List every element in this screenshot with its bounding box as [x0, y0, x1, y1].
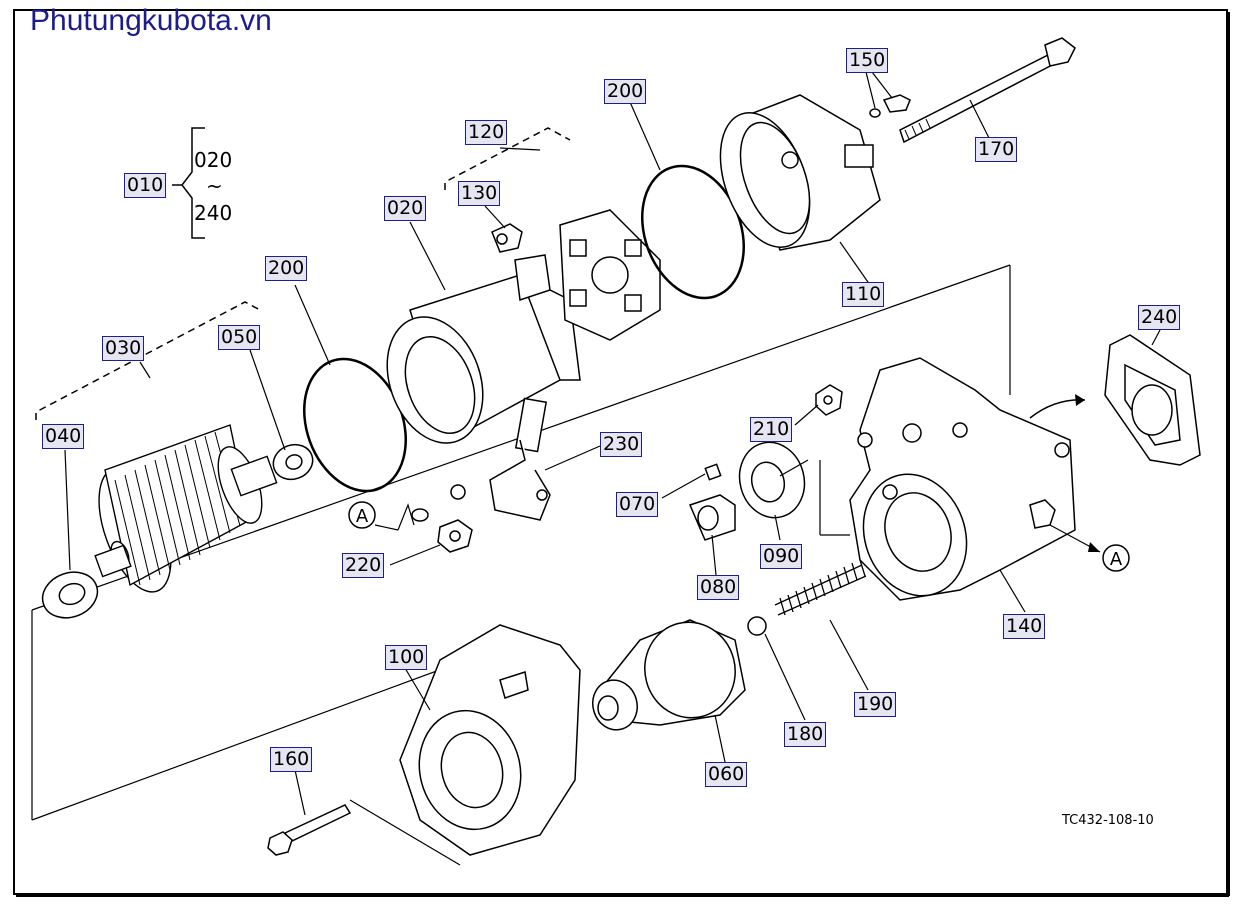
part-label-240[interactable]: 240 — [1138, 305, 1181, 330]
nut-210 — [815, 384, 843, 416]
group-range-tilde: ~ — [206, 174, 223, 198]
callout-a-left-text: A — [356, 506, 369, 527]
part-label-210[interactable]: 210 — [750, 417, 793, 442]
part-label-190[interactable]: 190 — [854, 692, 897, 717]
ball-180 — [747, 616, 767, 636]
spring-190 — [774, 559, 867, 616]
drawing-code: TC432-108-10 — [1062, 813, 1154, 828]
retainer-080 — [688, 494, 736, 541]
part-label-110[interactable]: 110 — [842, 282, 885, 307]
part-label-180[interactable]: 180 — [784, 722, 827, 747]
housing-140 — [849, 357, 1076, 601]
yoke-020 — [386, 274, 581, 453]
group-range-to: 240 — [194, 201, 233, 225]
through-bolt-170 — [899, 37, 1076, 144]
bearing-040 — [41, 571, 99, 619]
leader-lines — [64, 71, 1161, 816]
part-label-050[interactable]: 050 — [218, 325, 261, 350]
part-label-020[interactable]: 020 — [384, 196, 427, 221]
armature — [94, 424, 278, 593]
part-label-200-left[interactable]: 200 — [265, 256, 308, 281]
part-label-090[interactable]: 090 — [760, 544, 803, 569]
group-bracket — [172, 127, 205, 239]
part-label-100[interactable]: 100 — [385, 645, 428, 670]
part-label-230[interactable]: 230 — [600, 432, 643, 457]
rear-cover-110 — [719, 94, 881, 251]
part-label-130[interactable]: 130 — [458, 181, 501, 206]
bearing-050 — [272, 443, 314, 481]
pin-070 — [704, 463, 722, 481]
part-label-060[interactable]: 060 — [705, 762, 748, 787]
part-label-160[interactable]: 160 — [270, 747, 313, 772]
diagram-frame — [13, 9, 1228, 895]
part-label-200-right[interactable]: 200 — [604, 79, 647, 104]
lead-wire-230 — [450, 439, 551, 521]
nut-220 — [411, 508, 473, 553]
assembly-arrow-head — [1075, 394, 1085, 406]
nut-130 — [491, 223, 523, 253]
group-label[interactable]: 010 — [124, 173, 167, 198]
callout-a-right — [1102, 544, 1130, 572]
gear-090 — [738, 441, 806, 519]
cover-plate-240 — [1104, 334, 1201, 466]
part-label-220[interactable]: 220 — [342, 553, 385, 578]
group-range-from: 020 — [194, 148, 233, 172]
brush-holder-120 — [514, 209, 661, 341]
screw-150 — [869, 94, 911, 118]
part-label-150[interactable]: 150 — [846, 48, 889, 73]
bolt-160 — [267, 804, 352, 856]
part-label-140[interactable]: 140 — [1003, 614, 1046, 639]
part-label-120[interactable]: 120 — [465, 120, 508, 145]
part-label-080[interactable]: 080 — [697, 575, 740, 600]
watermark-text: Phutungkubota.vn — [30, 4, 272, 37]
part-label-040[interactable]: 040 — [42, 424, 85, 449]
part-label-030[interactable]: 030 — [102, 336, 145, 361]
part-label-070[interactable]: 070 — [616, 492, 659, 517]
callout-arrow-head — [1088, 542, 1100, 552]
part-label-170[interactable]: 170 — [975, 137, 1018, 162]
callout-a-left — [348, 501, 376, 529]
callout-a-right-text: A — [1110, 549, 1123, 570]
drive-clutch-060 — [592, 619, 746, 731]
front-bracket-100 — [399, 624, 581, 856]
